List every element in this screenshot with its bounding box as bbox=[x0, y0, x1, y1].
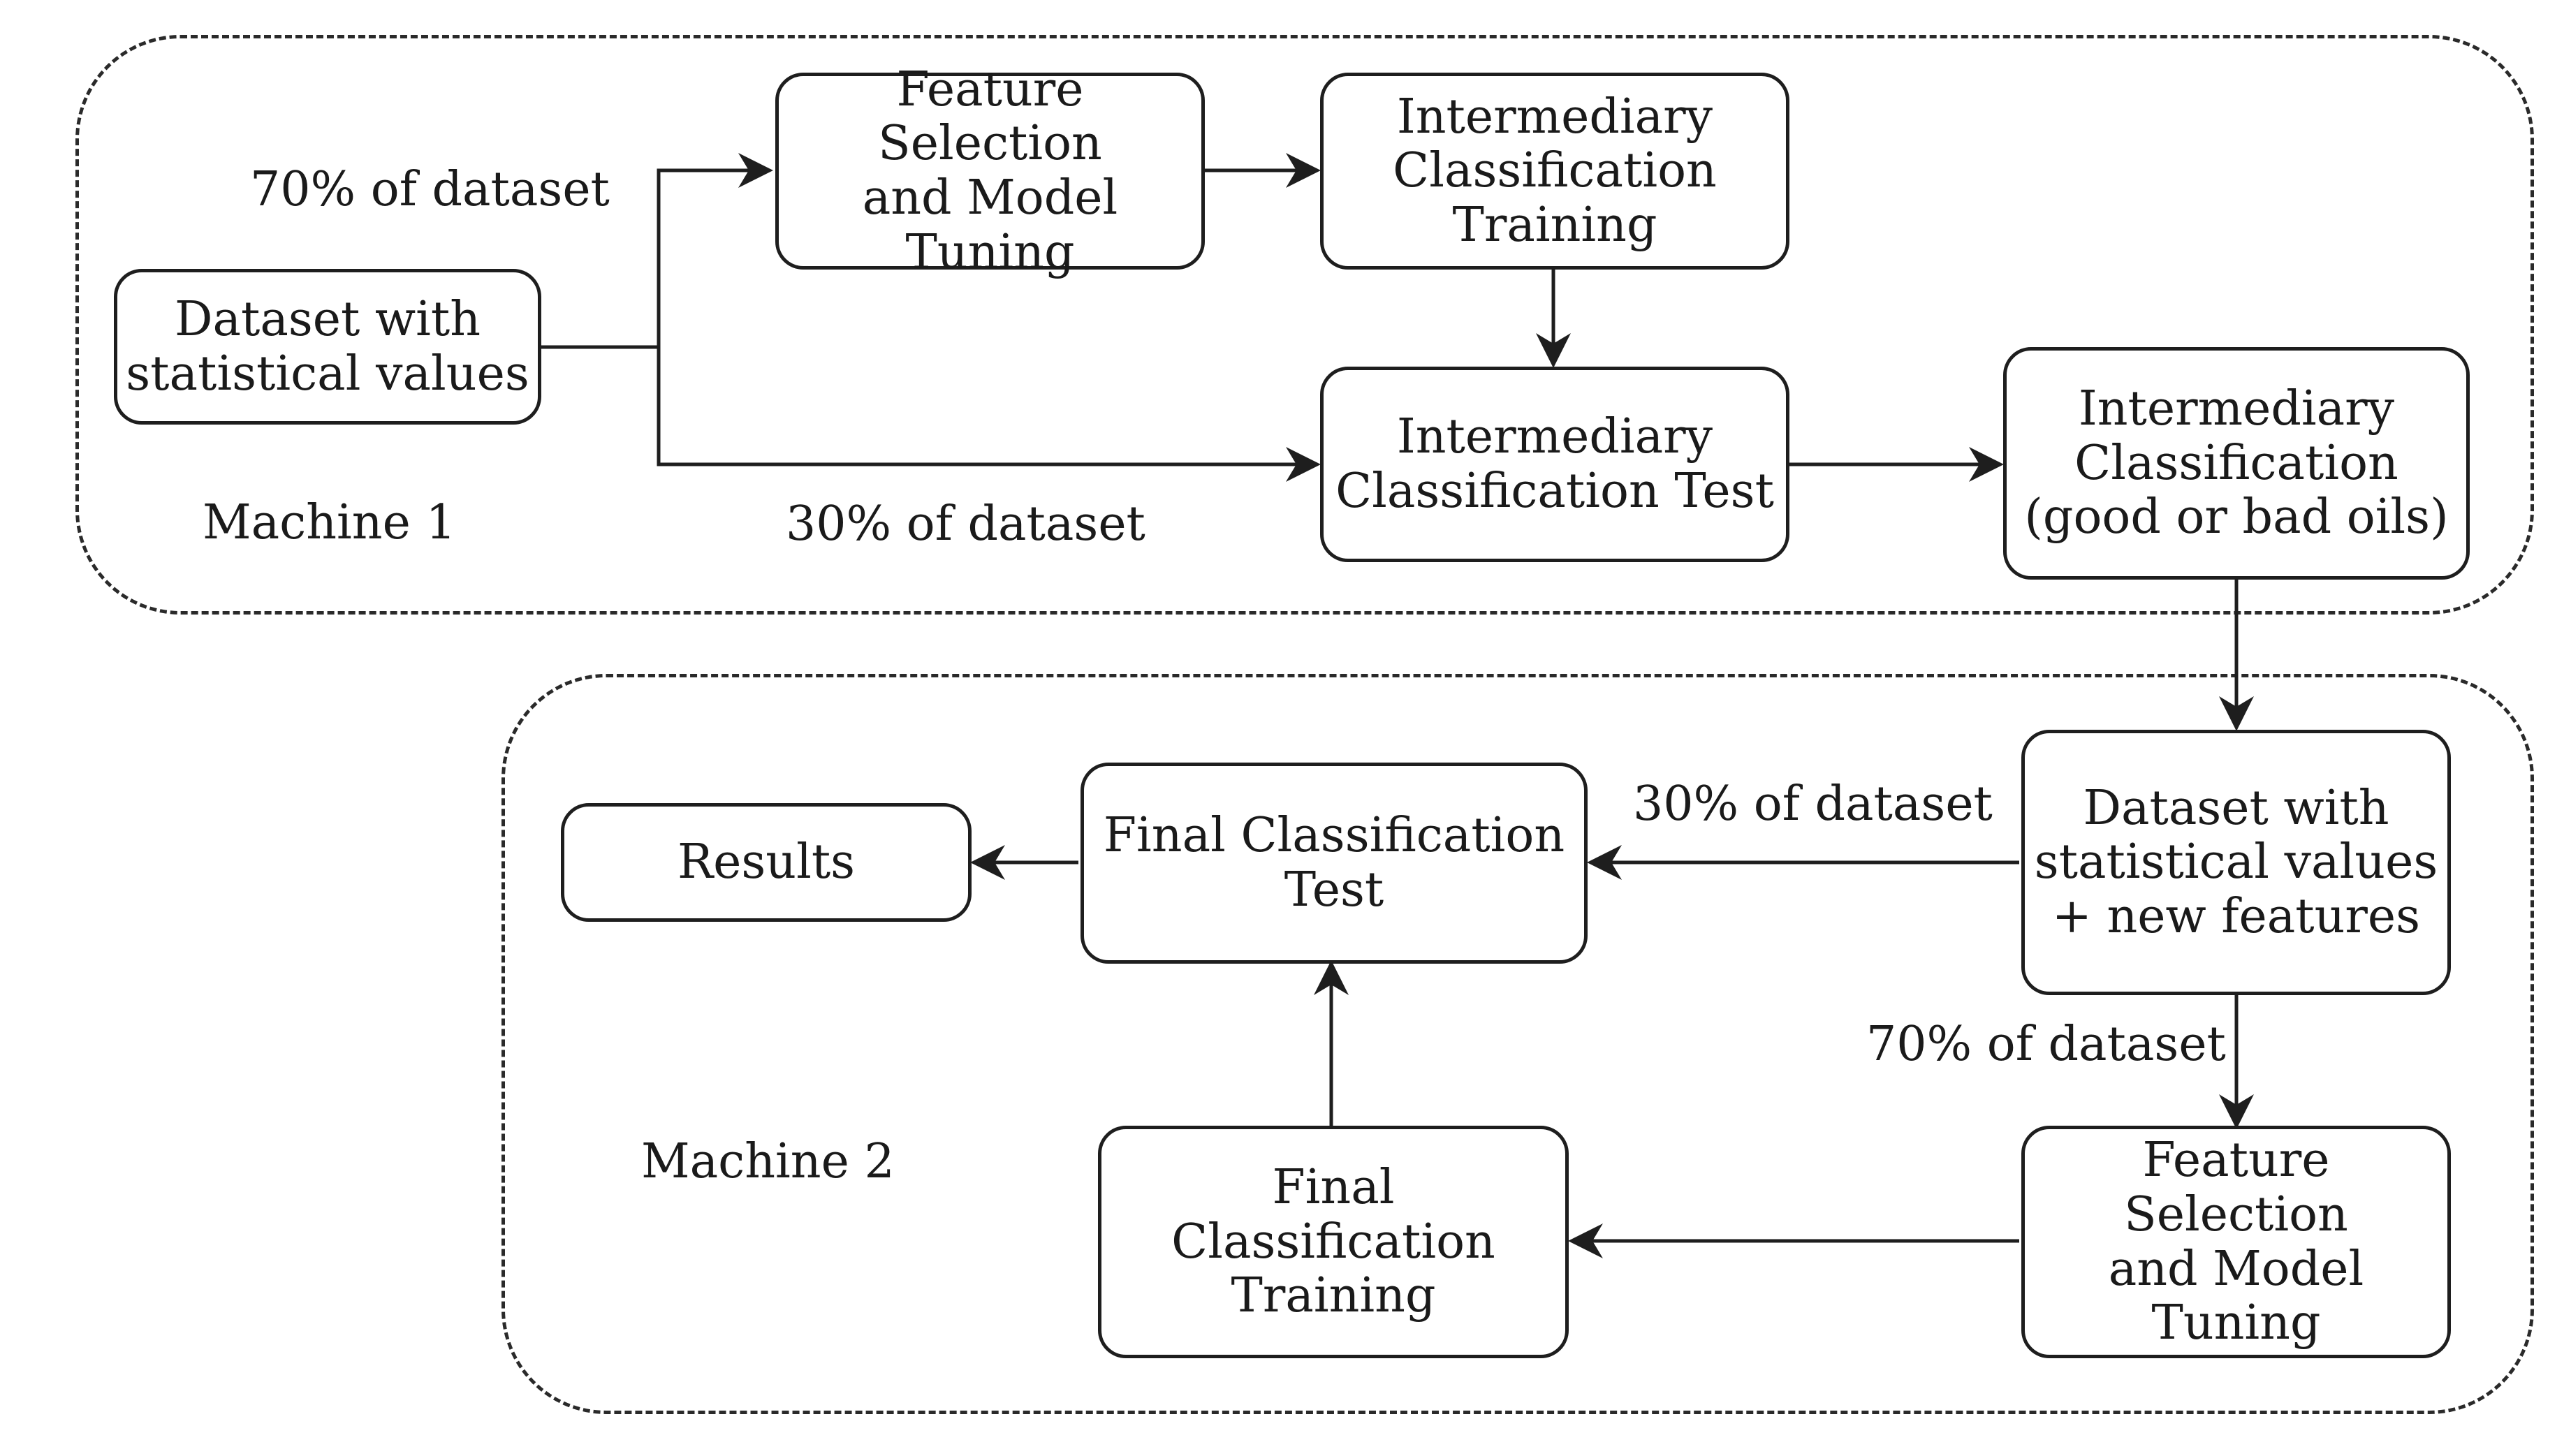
dataset-node: Dataset with statistical values bbox=[114, 269, 541, 425]
feature-selection-2-node: Feature Selection and Model Tuning bbox=[2021, 1126, 2451, 1358]
machine-1-label: Machine 1 bbox=[203, 495, 456, 550]
results-node: Results bbox=[561, 803, 972, 922]
intermediary-classification-node: Intermediary Classification (good or bad… bbox=[2003, 347, 2470, 580]
dataset-new-features-node: Dataset with statistical values + new fe… bbox=[2021, 730, 2451, 995]
split-30-label: 30% of dataset bbox=[786, 497, 1145, 552]
split-30-label-2: 30% of dataset bbox=[1633, 777, 1993, 832]
edge-dataset-to-intermediary-test bbox=[657, 347, 1321, 482]
feature-selection-node: Feature Selection and Model Tuning bbox=[775, 63, 1205, 279]
machine-2-label: Machine 2 bbox=[641, 1134, 895, 1189]
split-70-label: 70% of dataset bbox=[250, 162, 610, 217]
machine-1-group bbox=[75, 35, 2534, 615]
edge-dataset-to-feature-selection bbox=[541, 153, 773, 349]
final-test-node: Final Classification Test bbox=[1081, 763, 1588, 964]
intermediary-test-node: Intermediary Classification Test bbox=[1320, 367, 1789, 562]
final-training-node: Final Classification Training bbox=[1098, 1126, 1569, 1358]
machine-2-group bbox=[501, 674, 2534, 1414]
split-70-label-2: 70% of dataset bbox=[1866, 1017, 2226, 1072]
intermediary-training-node: Intermediary Classification Training bbox=[1320, 73, 1789, 270]
